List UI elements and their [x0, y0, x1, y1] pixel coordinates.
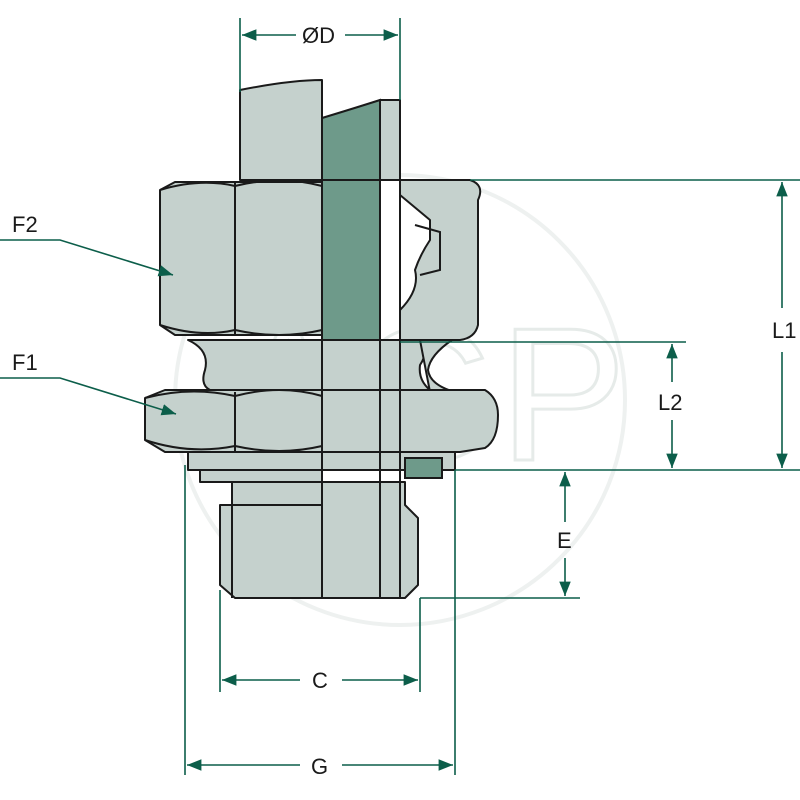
o-ring-seal [404, 457, 443, 479]
spacer [199, 469, 323, 483]
cutting-ring [414, 224, 441, 276]
fitting-body [144, 79, 499, 599]
lock-nut-f1 [144, 389, 323, 453]
cap-nut-f2 [159, 181, 323, 336]
label-od: ØD [302, 23, 335, 48]
nut-f2-chamfer-top [159, 179, 323, 191]
tube-section-upper [321, 98, 381, 181]
f1-leader [0, 377, 177, 416]
section-core [321, 179, 381, 341]
label-l1: L1 [772, 318, 796, 343]
bore-lines-upper [379, 180, 401, 340]
body-neck [187, 339, 323, 391]
label-l2: L2 [658, 390, 682, 415]
nut-f2-chamfer-bottom [159, 324, 323, 336]
bore-lines-lower [379, 340, 401, 598]
tube-wall [379, 99, 401, 181]
f2-leader [0, 239, 174, 277]
nut-f1-chamfer-top [144, 389, 323, 399]
nut-f1-chamfer-bottom [144, 439, 323, 452]
label-g: G [311, 754, 328, 779]
thread-body-section [321, 481, 419, 599]
shank [231, 481, 323, 506]
label-f1: F1 [12, 350, 38, 375]
thread-body [219, 504, 323, 599]
dimensions: ØD L1 L2 E C G F2 F1 [0, 18, 800, 779]
label-c: C [312, 668, 328, 693]
label-e: E [557, 528, 572, 553]
label-f2: F2 [12, 212, 38, 237]
washer [187, 451, 323, 471]
lock-nut-f1-section [321, 389, 499, 453]
body-neck-section [321, 339, 431, 391]
tube [239, 79, 323, 181]
